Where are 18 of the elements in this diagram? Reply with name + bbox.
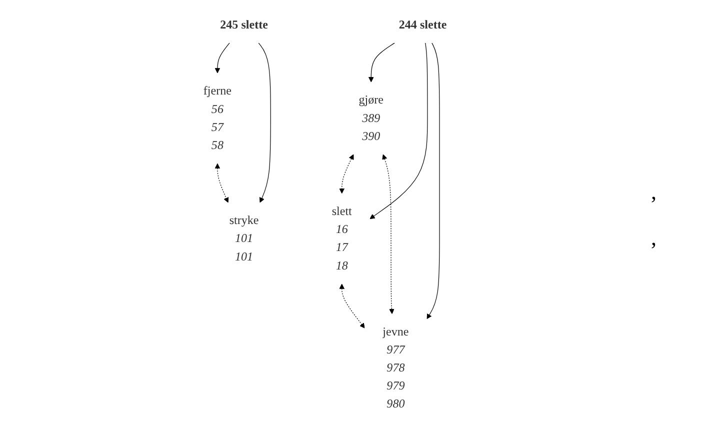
punctuation-mark: , [651, 178, 658, 204]
arrow [382, 154, 395, 314]
node-text: fjerne 56 57 58 [204, 84, 232, 152]
node-text: stryke 101 101 [230, 214, 260, 264]
arrow [427, 42, 440, 320]
node-text: 245 slette [220, 18, 268, 32]
node-text: 244 slette [399, 18, 448, 32]
node-text: jevne 977 978 979 980 [383, 325, 410, 411]
node-text: gjøre 389 390 [359, 94, 384, 143]
arrow [368, 42, 396, 82]
arrow [215, 163, 230, 203]
arrow [258, 42, 272, 203]
arrow [370, 42, 428, 220]
punctuation-mark: , [651, 224, 658, 250]
node-text: slett 16 17 18 [332, 204, 352, 272]
arrow [340, 154, 354, 194]
arrow [215, 42, 230, 74]
arrow [340, 284, 366, 328]
